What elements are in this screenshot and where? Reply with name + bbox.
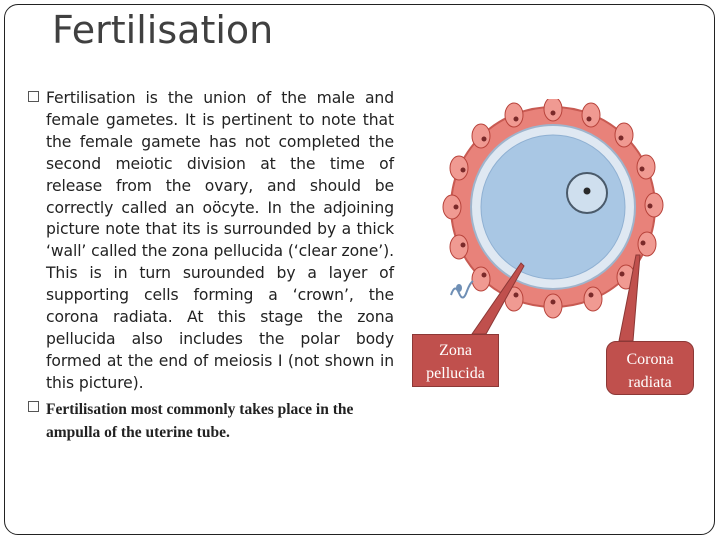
callout-corona-radiata: Corona radiata	[606, 341, 694, 395]
oocyte-illustration	[421, 99, 681, 319]
bullet-fertilisation-definition: Fertilisation is the union of the male a…	[28, 88, 394, 395]
sperm-icon	[450, 280, 474, 299]
bullet-text: Fertilisation most commonly takes place …	[46, 401, 354, 441]
nucleolus	[583, 187, 591, 195]
callout-zona-line1: Zona	[439, 342, 472, 359]
slide-title: Fertilisation	[52, 8, 274, 52]
oocyte-cytoplasm	[480, 134, 626, 280]
bullet-box-icon	[28, 401, 39, 412]
callout-corona-line2: radiata	[628, 374, 672, 391]
bullet-box-icon	[28, 91, 39, 102]
callout-corona-line1: Corona	[626, 351, 674, 368]
bullet-fertilisation-location: Fertilisation most commonly takes place …	[28, 398, 408, 444]
callout-zona-line2: pellucida	[426, 365, 485, 382]
callout-zona-pellucida: Zona pellucida	[412, 334, 499, 387]
bullet-text: Fertilisation is the union of the male a…	[46, 89, 394, 392]
